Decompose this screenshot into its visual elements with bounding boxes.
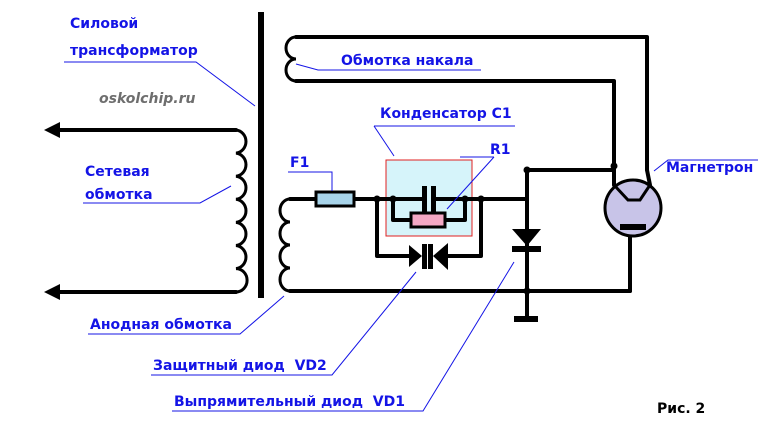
heater-winding bbox=[284, 35, 649, 172]
label-mains-winding-line2: обмотка bbox=[85, 187, 153, 203]
transformer-core bbox=[258, 12, 264, 298]
label-mains-winding-line1: Сетевая bbox=[85, 164, 150, 180]
c1-r1-network bbox=[373, 186, 529, 258]
mains-arrow-top-icon bbox=[44, 122, 60, 138]
label-rectifier-diode-vd1: Выпрямительный диод VD1 bbox=[174, 394, 405, 410]
magnetron bbox=[603, 168, 663, 238]
label-fuse-f1: F1 bbox=[290, 155, 309, 171]
mains-arrow-bottom-icon bbox=[44, 284, 60, 300]
protective-diode-vd2 bbox=[409, 243, 448, 270]
label-resistor-r1: R1 bbox=[490, 142, 511, 158]
rectifier-diode-vd1 bbox=[512, 166, 541, 322]
ground-symbol bbox=[514, 316, 538, 322]
label-protective-diode-vd2: Защитный диод VD2 bbox=[153, 358, 327, 374]
figure-caption: Рис. 2 bbox=[657, 401, 705, 417]
leader-lines bbox=[64, 61, 758, 412]
capacitor-plate-right bbox=[431, 186, 436, 212]
label-heater-winding: Обмотка накала bbox=[341, 53, 473, 69]
resistor-r1 bbox=[409, 211, 447, 229]
label-magnetron: Магнетрон bbox=[666, 160, 753, 176]
watermark: oskolchip.ru bbox=[99, 91, 195, 107]
label-power-transformer-line1: Силовой bbox=[70, 16, 138, 32]
mains-winding bbox=[44, 122, 249, 300]
capacitor-plate-left bbox=[422, 186, 427, 212]
label-capacitor-c1: Конденсатор С1 bbox=[380, 106, 512, 122]
label-anode-winding: Анодная обмотка bbox=[90, 317, 232, 333]
fuse-f1 bbox=[314, 190, 356, 208]
label-power-transformer-line2: трансформатор bbox=[70, 43, 198, 59]
